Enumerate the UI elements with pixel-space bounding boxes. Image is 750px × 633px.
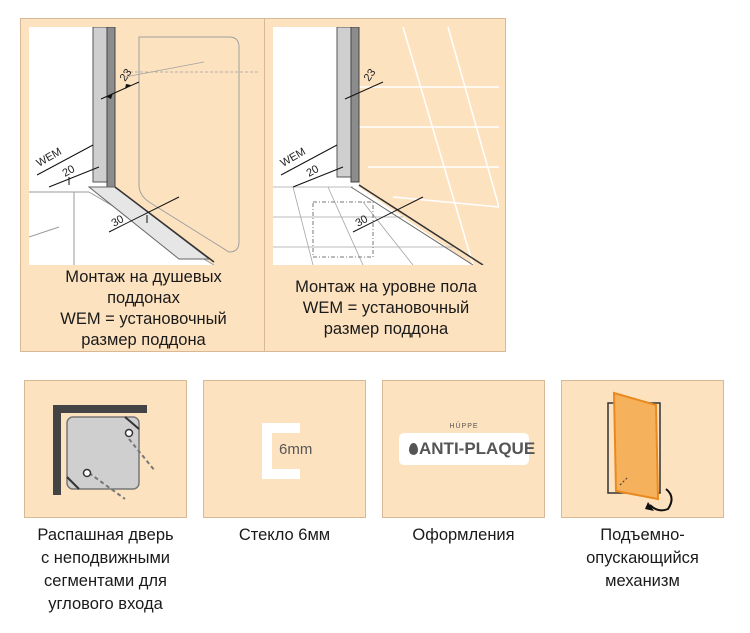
anti-plaque-caption: Оформления — [412, 526, 515, 544]
glass-caption: Стекло 6мм — [238, 526, 331, 544]
anti-plaque-brand: HÜPPE — [449, 423, 479, 430]
dim-30-label: 30 — [354, 213, 371, 230]
lift-mechanism-box — [561, 380, 724, 518]
lift-mechanism-caption: Подъемно- опускающийся механизм — [586, 526, 699, 590]
installation-panel-shower-tray: 23 WEM 20 30 Монтаж на душевых поддонах … — [20, 18, 265, 352]
dim-20-label: 20 — [305, 163, 322, 180]
anti-plaque-logo-icon — [399, 433, 529, 465]
glass-thickness-box: 6mm — [203, 380, 366, 518]
corner-swing-door-caption: Распашная дверь с неподвижными сегментам… — [37, 526, 174, 613]
glass-thickness-label: 6mm — [279, 441, 313, 458]
anti-plaque-box: HÜPPE ANTI-PLAQUE — [382, 380, 545, 518]
anti-plaque-label: ANTI-PLAQUE — [419, 439, 536, 458]
dim-23-label: 23 — [118, 67, 135, 84]
floor-level-caption: Монтаж на уровне пола WEM = установочный… — [295, 278, 477, 338]
lift-lower-mechanism-icon — [607, 391, 673, 512]
glass-thickness-icon — [262, 423, 300, 479]
floor-level-diagram: 23 WEM 20 30 — [273, 27, 499, 265]
dim-23-label: 23 — [362, 67, 379, 84]
dim-20-label: 20 — [61, 163, 78, 180]
shower-tray-diagram: 23 WEM 20 30 — [29, 27, 258, 265]
dim-30-label: 30 — [110, 213, 127, 230]
drop-icon — [409, 443, 418, 455]
shower-tray-caption: Монтаж на душевых поддонах WEM = установ… — [60, 268, 227, 349]
corner-swing-door-box — [24, 380, 187, 518]
corner-swing-door-icon — [53, 405, 156, 500]
installation-panel-floor-level: 23 WEM 20 30 Монтаж на уровне пола WEM =… — [264, 18, 506, 352]
